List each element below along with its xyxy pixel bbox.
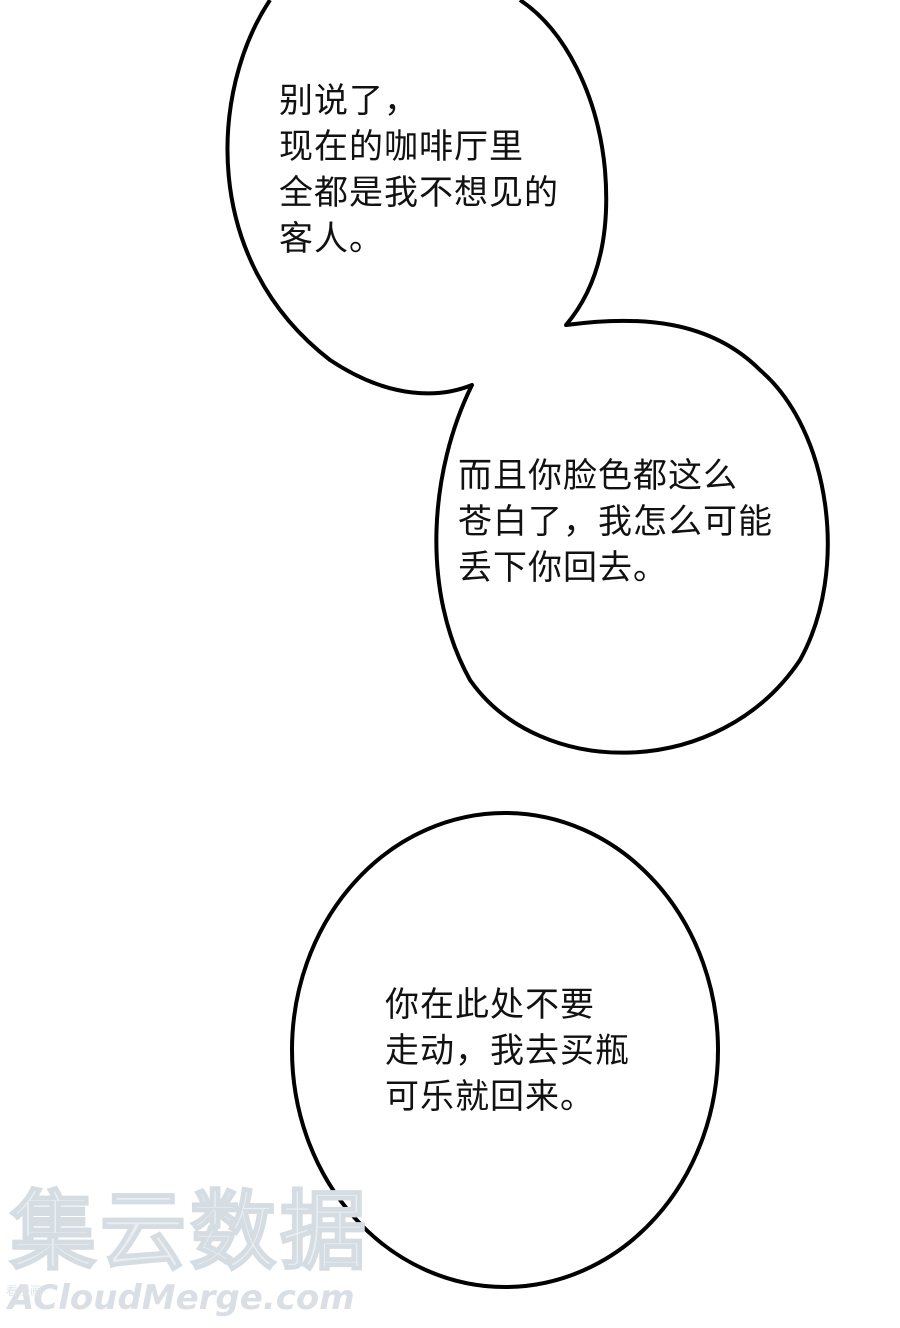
speech-bubble-bottom [290, 811, 720, 1289]
speech-line: 而且你脸色都这么 [458, 456, 738, 496]
speech-line: 别说了， [279, 81, 419, 121]
speech-text-3: 你在此处不要 走动，我去买瓶 可乐就回来。 [385, 982, 630, 1120]
speech-line: 可乐就回来。 [385, 1077, 595, 1117]
watermark-side-text: 看漫画 [6, 1284, 43, 1298]
speech-text-2: 而且你脸色都这么 苍白了，我怎么可能 丢下你回去。 [458, 453, 773, 591]
speech-line: 客人。 [279, 219, 384, 259]
speech-line: 丢下你回去。 [458, 548, 668, 588]
speech-bubble-top-merged [225, 0, 830, 755]
speech-line: 苍白了，我怎么可能 [458, 502, 773, 542]
watermark-subtitle: ACloudMerge.com [8, 1278, 355, 1318]
speech-text-1: 别说了， 现在的咖啡厅里 全都是我不想见的 客人。 [279, 78, 559, 262]
speech-line: 你在此处不要 [385, 985, 595, 1025]
watermark: 集云数据 ACloudMerge.com 看漫画 [6, 1181, 386, 1322]
watermark-title: 集云数据 [9, 1181, 370, 1283]
speech-line: 走动，我去买瓶 [385, 1031, 630, 1071]
speech-line: 全都是我不想见的 [279, 173, 559, 213]
speech-line: 现在的咖啡厅里 [279, 127, 524, 167]
